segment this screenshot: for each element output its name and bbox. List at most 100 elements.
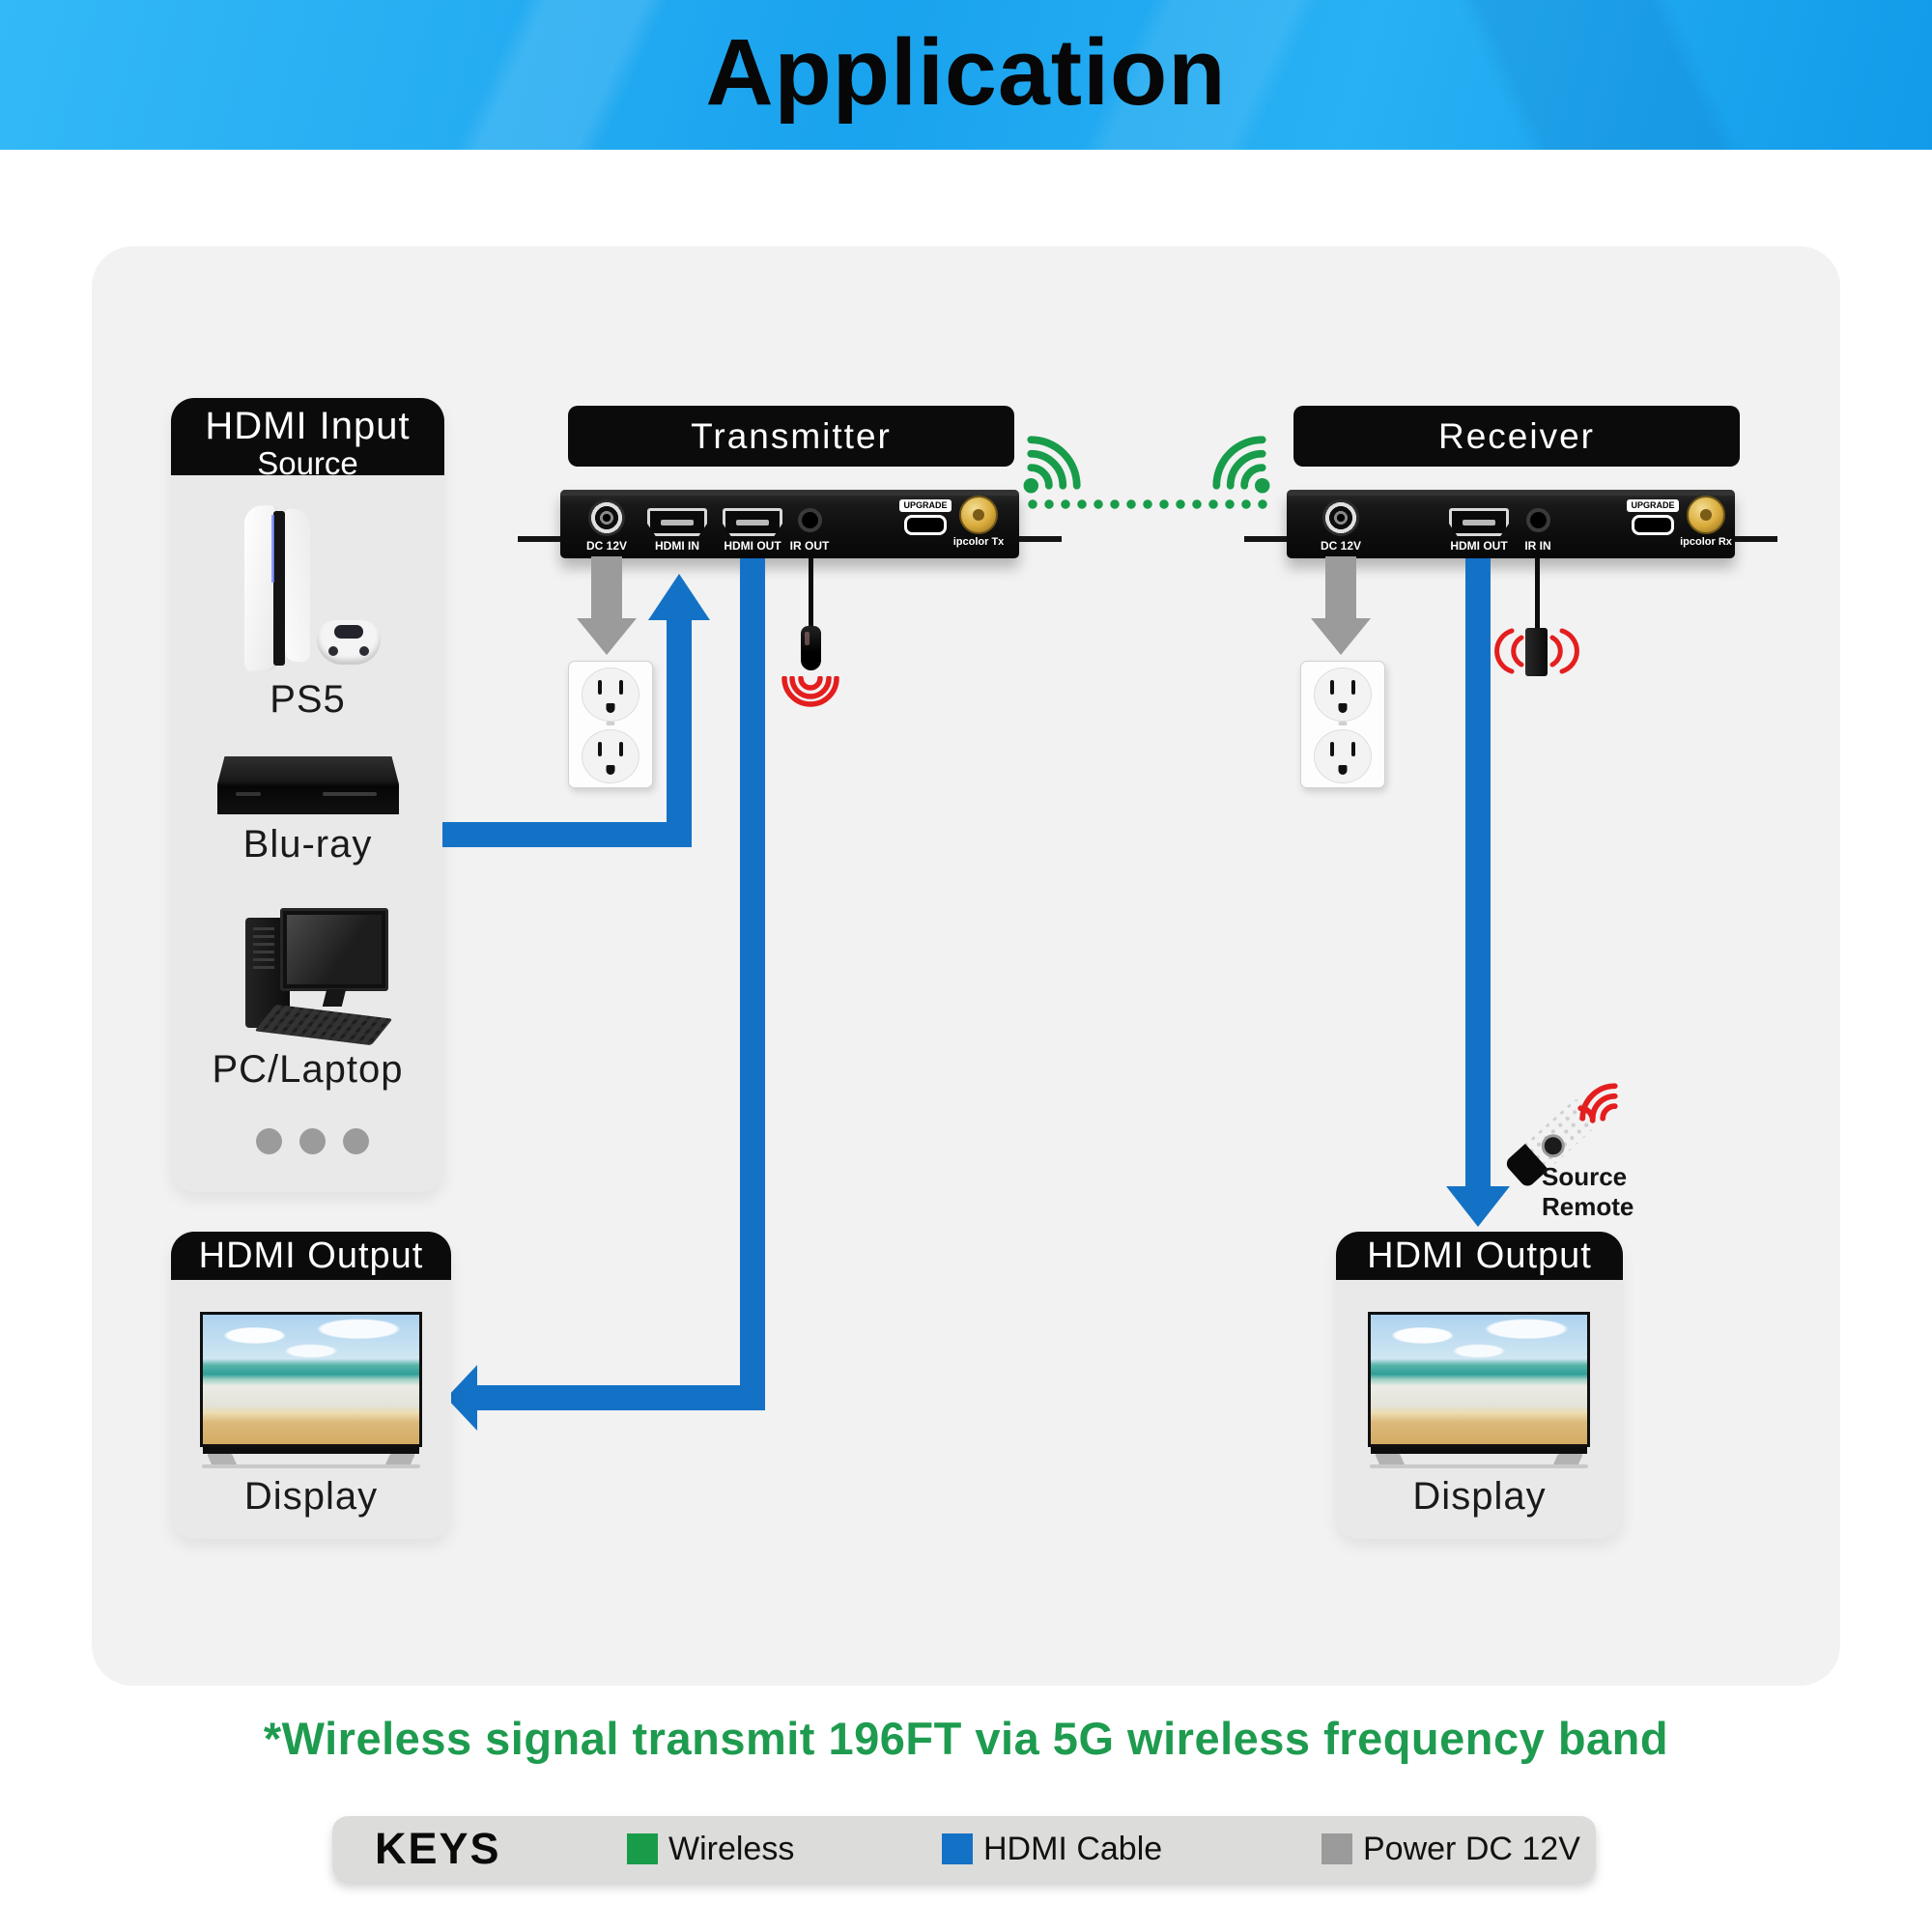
- tx-hdmi-out-port: HDMI OUT: [714, 496, 791, 552]
- tx-ir-out-label: IR OUT: [789, 539, 830, 553]
- tx-ir-out-port: IR OUT: [781, 496, 838, 552]
- ir-emitter-icon: [801, 626, 821, 670]
- power-arrowhead-tx: [577, 618, 637, 655]
- hdmi-output-header-right: HDMI Output: [1336, 1232, 1623, 1280]
- hdmi-arrowhead-up: [648, 574, 710, 620]
- pc-monitor: [280, 908, 388, 991]
- mounting-ear: [1244, 536, 1287, 542]
- outlet-socket: [582, 668, 639, 722]
- power-cable-tx: [591, 556, 622, 618]
- hdmi-port-icon: [1449, 508, 1509, 536]
- tx-dc-port-label: DC 12V: [585, 539, 628, 553]
- hdmi-port-icon: [723, 508, 782, 536]
- rx-ir-in-label: IR IN: [1524, 539, 1551, 553]
- outlet-screw: [1338, 722, 1348, 725]
- legend-bar: KEYS Wireless HDMI Cable Power DC 12V: [332, 1816, 1596, 1882]
- mounting-ear: [1735, 536, 1777, 542]
- ir-receiver-cable: [1535, 558, 1540, 632]
- rx-antenna-label: ipcolor Rx: [1680, 536, 1732, 548]
- legend-label-wireless: Wireless: [668, 1831, 795, 1867]
- ir-receiver-icon: [1525, 628, 1548, 676]
- banner-streak-decoration: [0, 0, 1932, 150]
- legend-label-hdmi: HDMI Cable: [983, 1831, 1163, 1867]
- mounting-ear: [1019, 536, 1062, 542]
- receiver-device: DC 12V HDMI OUT IR IN UPGRADE ipcolor Rx: [1244, 490, 1777, 558]
- receiver-label: Receiver: [1293, 406, 1740, 467]
- ps5-controller-icon: [317, 620, 381, 665]
- pc-desktop-icon: [232, 908, 393, 1046]
- wifi-signal-icon: [1023, 436, 1081, 494]
- hdmi-input-header-line1: HDMI Input: [205, 405, 411, 447]
- ir-jack-icon: [797, 508, 822, 532]
- hdmi-output-panel-left: HDMI Output Display: [171, 1232, 451, 1539]
- ps5-core: [273, 511, 285, 666]
- tx-antenna-label: ipcolor Tx: [952, 536, 1005, 548]
- remote-label-line2: Remote: [1542, 1192, 1634, 1221]
- hdmi-cable-loopout-vertical: [740, 558, 765, 1410]
- hdmi-cable-loopout-horizontal: [475, 1385, 765, 1410]
- hdmi-arrowhead-down: [1446, 1186, 1510, 1227]
- hdmi-port-icon: [647, 508, 707, 536]
- rx-antenna-port: ipcolor Rx: [1672, 496, 1740, 552]
- micro-usb-port-icon: [1631, 515, 1674, 535]
- display-tv-icon: [200, 1312, 422, 1468]
- ir-jack-icon: [1525, 508, 1550, 532]
- legend-label-power: Power DC 12V: [1363, 1831, 1580, 1867]
- ir-signal-side-icon: [1494, 628, 1579, 674]
- ps5-glow: [271, 515, 274, 582]
- antenna-connector-icon: [959, 496, 998, 534]
- hdmi-cable-source-vertical: [667, 620, 692, 847]
- tv-base: [202, 1464, 420, 1468]
- ir-emitter-cable: [809, 558, 813, 630]
- remote-label: Source Remote: [1542, 1162, 1634, 1222]
- rx-hdmi-out-port: HDMI OUT: [1440, 496, 1518, 552]
- tv-screen-beach: [200, 1312, 422, 1447]
- power-outlet-tx: [568, 661, 653, 788]
- mounting-ear: [518, 536, 560, 542]
- power-arrowhead-rx: [1311, 618, 1371, 655]
- display-label-right: Display: [1412, 1475, 1547, 1518]
- rx-upgrade-port: UPGRADE: [1622, 499, 1684, 555]
- ps5-console-icon: [244, 503, 318, 673]
- legend-title: KEYS: [375, 1824, 501, 1873]
- legend-swatch-wireless: [627, 1833, 658, 1864]
- tx-upgrade-label: UPGRADE: [899, 499, 952, 512]
- display-tv-icon: [1368, 1312, 1590, 1468]
- hdmi-cable-rx-vertical: [1465, 558, 1491, 1188]
- hdmi-output-header-left: HDMI Output: [171, 1232, 451, 1280]
- tx-hdmi-out-label: HDMI OUT: [724, 539, 781, 553]
- legend-swatch-power: [1321, 1833, 1352, 1864]
- rx-dc-port: DC 12V: [1302, 496, 1379, 552]
- remote-signal-icon: [1577, 1083, 1618, 1123]
- banner-streak-decoration: [0, 0, 1932, 150]
- bluray-player-icon: [217, 756, 399, 814]
- tv-bezel: [203, 1447, 419, 1454]
- hdmi-input-source-header: HDMI Input Source: [171, 398, 444, 479]
- micro-usb-port-icon: [903, 515, 947, 535]
- transmitter-device: DC 12V HDMI IN HDMI OUT IR OUT UPGRADE i…: [518, 490, 1062, 558]
- wireless-dotted-link: [1028, 499, 1267, 510]
- source-item-label-ps5: PS5: [270, 678, 346, 721]
- source-item-label-bluray: Blu-ray: [242, 823, 373, 866]
- more-sources-ellipsis-icon: [256, 1128, 369, 1154]
- hdmi-input-source-panel: HDMI Input Source PS5 Blu-ray PC/Laptop: [171, 398, 444, 1192]
- outlet-socket: [1314, 668, 1372, 722]
- tx-antenna-port: ipcolor Tx: [945, 496, 1012, 552]
- hdmi-arrowhead-left: [446, 1365, 477, 1431]
- ps5-fin: [285, 507, 310, 664]
- outlet-socket: [1314, 729, 1372, 783]
- ir-signal-down-icon: [781, 676, 839, 707]
- remote-label-line1: Source: [1542, 1162, 1628, 1191]
- title-banner: Application: [0, 0, 1932, 150]
- display-label-left: Display: [243, 1475, 379, 1518]
- legend-swatch-hdmi: [942, 1833, 973, 1864]
- antenna-connector-icon: [1687, 496, 1725, 534]
- tv-base: [1370, 1464, 1588, 1468]
- tx-dc-port: DC 12V: [568, 496, 645, 552]
- wifi-signal-icon: [1212, 436, 1270, 494]
- pc-monitor-stand: [322, 989, 347, 1007]
- rx-upgrade-label: UPGRADE: [1627, 499, 1679, 512]
- outlet-screw: [606, 722, 615, 725]
- rx-hdmi-out-label: HDMI OUT: [1450, 539, 1508, 553]
